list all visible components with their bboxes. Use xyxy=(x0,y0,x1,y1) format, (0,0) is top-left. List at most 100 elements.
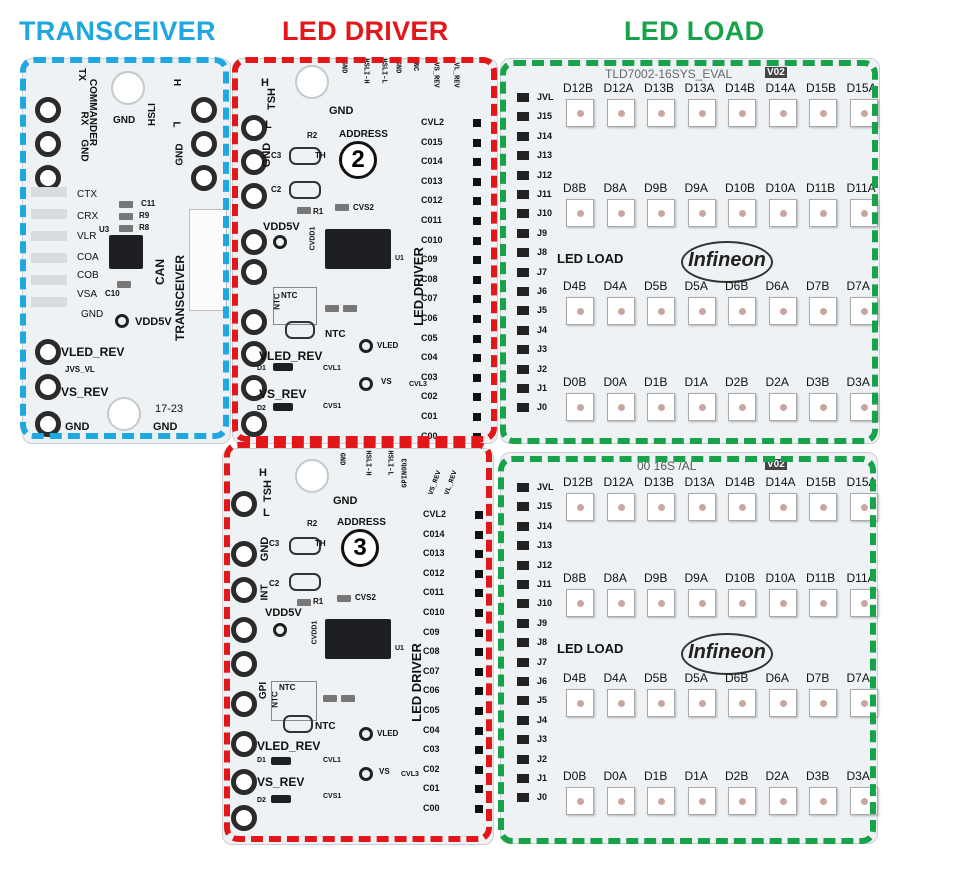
led-label: D1B xyxy=(644,769,668,783)
led-label: D6A xyxy=(765,279,789,293)
led xyxy=(647,199,675,227)
pin-pad xyxy=(241,229,267,255)
led-label: D12A xyxy=(603,81,634,95)
channel-label: C05 xyxy=(421,332,438,343)
led-label: D0A xyxy=(603,769,627,783)
header-pin xyxy=(473,197,481,206)
led xyxy=(647,99,675,127)
header-pin xyxy=(475,726,483,735)
led-label: D14A xyxy=(765,475,796,489)
header-pin xyxy=(473,256,481,265)
label-vs: VS xyxy=(381,377,392,386)
led-label: D4A xyxy=(603,279,627,293)
label-cvs2: CVS2 xyxy=(355,593,376,602)
diode xyxy=(273,363,293,371)
label-jvs-vl: JVS_VL xyxy=(65,365,95,374)
driver-top-outline xyxy=(232,57,497,442)
led xyxy=(566,297,594,325)
test-point xyxy=(273,235,287,249)
label-vled-rev: VLED_REV xyxy=(61,345,125,359)
led xyxy=(728,393,756,421)
header-pin xyxy=(473,138,481,147)
jumper-connector xyxy=(517,599,529,609)
jumper-label: J12 xyxy=(537,169,553,180)
jumper-connector xyxy=(517,131,529,141)
smd-part xyxy=(117,281,131,288)
channel-label: C00 xyxy=(421,430,438,441)
led-label: D7B xyxy=(806,671,830,685)
jumper-label: J9 xyxy=(537,227,548,238)
led-label: D13B xyxy=(644,81,675,95)
led-label: D11B xyxy=(806,571,836,585)
led xyxy=(687,493,716,521)
label-vs-rev: VS_REV xyxy=(257,775,305,789)
connector-strip xyxy=(31,187,67,327)
led-label: D6A xyxy=(765,671,789,685)
mount-hole xyxy=(107,397,141,431)
led-label: D12A xyxy=(603,475,634,489)
led-label: D15B xyxy=(806,81,837,95)
jumper-label: J7 xyxy=(537,266,548,277)
led xyxy=(809,589,837,617)
driver-board-top: H TSH L GND GND GND HSLI-H HSLI-L GND NC… xyxy=(232,58,498,444)
test-point xyxy=(359,727,373,741)
load-bottom-outline xyxy=(498,456,876,844)
label-vs: VS xyxy=(379,767,390,776)
jumper-connector xyxy=(517,580,529,589)
led-label: D4A xyxy=(603,671,627,685)
pin-pad xyxy=(231,769,257,795)
led xyxy=(566,493,594,521)
jumper-connector xyxy=(517,638,529,648)
led xyxy=(687,393,716,421)
label-d2: D2 xyxy=(257,797,266,804)
label-l: L xyxy=(263,507,270,519)
label-th: TH xyxy=(315,151,326,160)
led xyxy=(606,297,635,325)
led xyxy=(728,689,756,717)
jumper-connector xyxy=(517,560,529,570)
led-label: D10B xyxy=(725,571,756,585)
led-label: D8A xyxy=(603,181,627,195)
header-pin xyxy=(473,334,481,343)
test-point xyxy=(359,767,373,781)
header-pin xyxy=(473,275,481,284)
pin-pad xyxy=(35,339,61,365)
driver-board-bottom: H TSH L GND INT GPI GND GND HSLI-H HSLI-… xyxy=(222,448,494,845)
test-point xyxy=(115,314,129,328)
led-label: D5A xyxy=(684,279,708,293)
load-board-title: TLD7002-16SYS_EVAL xyxy=(605,67,733,81)
label-coa: COA xyxy=(77,252,99,263)
channel-label: C07 xyxy=(423,665,440,676)
led xyxy=(728,199,756,227)
label-ntc: NTC xyxy=(281,291,298,300)
driver-bottom-outline xyxy=(224,442,492,842)
test-point xyxy=(273,623,287,637)
header-pin xyxy=(473,236,481,245)
header-pin xyxy=(475,765,483,774)
label-r9: R9 xyxy=(139,211,150,220)
led-label: D3B xyxy=(806,375,830,389)
channel-label: C03 xyxy=(421,371,438,382)
led xyxy=(728,589,756,617)
jumper-label: J14 xyxy=(537,130,553,141)
jumper-connector xyxy=(517,541,529,551)
diode xyxy=(271,795,291,803)
jumper-connector xyxy=(517,325,529,335)
led xyxy=(566,393,594,421)
label-cvl3: CVL3 xyxy=(401,771,419,778)
jumper-label: J13 xyxy=(537,150,553,161)
smd-part xyxy=(297,599,311,606)
load-board-top: TLD7002-16SYS_EVAL V02 LED LOAD Infineon… xyxy=(500,58,880,444)
jumper-label: J1 xyxy=(537,383,548,393)
label-cvs1: CVS1 xyxy=(323,793,342,800)
smd-part xyxy=(343,305,357,312)
channel-label: C014 xyxy=(421,156,443,167)
channel-label: C06 xyxy=(423,685,440,696)
channel-label: C06 xyxy=(421,313,438,323)
channel-label: C013 xyxy=(421,175,443,186)
channel-label: C08 xyxy=(423,646,440,657)
led-label: D5B xyxy=(644,671,668,685)
led xyxy=(809,99,837,127)
label-c2: C2 xyxy=(271,185,282,194)
led-label: D9A xyxy=(684,571,708,585)
